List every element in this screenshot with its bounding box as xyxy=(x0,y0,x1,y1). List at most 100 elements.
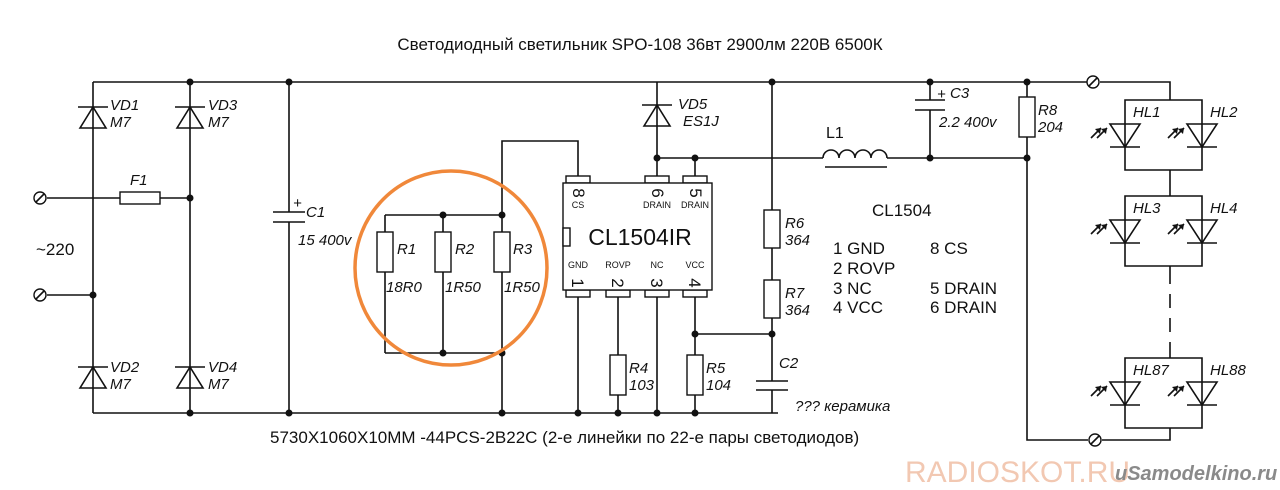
diode-vd2: VD2 M7 xyxy=(78,359,140,393)
svg-text:HL3: HL3 xyxy=(1133,200,1161,217)
svg-text:F1: F1 xyxy=(130,172,148,189)
svg-text:R4: R4 xyxy=(629,360,648,377)
led-array: HL1 HL2 HL3 HL4 HL87 HL88 xyxy=(1090,99,1247,429)
led-hl2: HL2 xyxy=(1167,104,1238,149)
ac-input-label: ~220 xyxy=(36,240,74,259)
svg-text:DRAIN: DRAIN xyxy=(681,200,709,210)
svg-text:M7: M7 xyxy=(110,376,131,393)
svg-text:1R50: 1R50 xyxy=(445,279,482,296)
svg-text:2 ROVP: 2 ROVP xyxy=(833,259,895,278)
capacitor-c2: C2 ??? керамика xyxy=(756,355,890,415)
svg-text:4 VCC: 4 VCC xyxy=(833,298,883,317)
svg-text:104: 104 xyxy=(706,377,731,394)
svg-text:ES1J: ES1J xyxy=(683,113,719,130)
svg-text:103: 103 xyxy=(629,377,655,394)
diode-vd5: VD5 ES1J xyxy=(642,96,719,130)
resistor-r4: R4 103 xyxy=(609,354,655,396)
svg-text:15 400v: 15 400v xyxy=(298,232,353,249)
svg-text:C3: C3 xyxy=(950,85,970,102)
led-hl3: HL3 xyxy=(1090,200,1161,245)
svg-text:4: 4 xyxy=(685,278,704,287)
resistor-r3: R3 1R50 xyxy=(493,231,541,296)
svg-text:DRAIN: DRAIN xyxy=(643,200,671,210)
svg-text:R3: R3 xyxy=(513,241,533,258)
svg-text:ROVP: ROVP xyxy=(605,260,631,270)
resistor-r8: R8 204 xyxy=(1018,96,1063,138)
svg-text:VD4: VD4 xyxy=(208,359,237,376)
resistor-r1: R1 18R0 xyxy=(376,231,423,296)
svg-text:R8: R8 xyxy=(1038,102,1058,119)
led-hl1: HL1 xyxy=(1090,104,1161,149)
terminal-ac-2 xyxy=(33,288,47,302)
svg-text:R7: R7 xyxy=(785,285,805,302)
svg-text:HL1: HL1 xyxy=(1133,104,1161,121)
svg-text:3: 3 xyxy=(647,278,666,287)
terminal-led-minus xyxy=(1088,433,1102,447)
svg-text:2.2 400v: 2.2 400v xyxy=(938,114,998,131)
svg-text:??? керамика: ??? керамика xyxy=(795,398,890,415)
svg-text:VD2: VD2 xyxy=(110,359,140,376)
svg-text:5: 5 xyxy=(686,188,705,197)
svg-text:+: + xyxy=(937,86,946,103)
svg-text:M7: M7 xyxy=(110,114,131,131)
svg-text:1: 1 xyxy=(568,278,587,287)
svg-text:NC: NC xyxy=(651,260,664,270)
watermark-usamodelkino: uSamodelkino.ru xyxy=(1115,463,1277,485)
resistor-r5: R5 104 xyxy=(686,354,731,396)
svg-text:HL87: HL87 xyxy=(1133,362,1170,379)
pinout-legend: CL1504 1 GND 2 ROVP 3 NC 4 VCC 8 CS 5 DR… xyxy=(833,201,997,317)
svg-text:CL1504: CL1504 xyxy=(872,201,932,220)
svg-text:8 CS: 8 CS xyxy=(930,239,968,258)
terminal-ac-1 xyxy=(33,191,47,205)
capacitor-c1: + C1 15 400v xyxy=(273,195,353,249)
svg-text:2: 2 xyxy=(608,278,627,287)
svg-text:M7: M7 xyxy=(208,376,229,393)
svg-text:364: 364 xyxy=(785,232,810,249)
svg-text:L1: L1 xyxy=(826,125,844,142)
capacitor-c3: + C3 2.2 400v xyxy=(915,85,998,131)
inductor-l1: L1 xyxy=(822,125,888,168)
ic-name: CL1504IR xyxy=(588,224,692,250)
ic-cl1504ir: 8 6 5 CS DRAIN DRAIN CL1504IR GND ROVP N… xyxy=(562,175,713,298)
resistor-r7: R7 364 xyxy=(763,279,810,319)
schematic-title: Светодиодный светильник SPO-108 36вт 290… xyxy=(397,35,882,54)
led-pair: HL3 HL4 xyxy=(1090,195,1238,267)
svg-text:R6: R6 xyxy=(785,215,805,232)
svg-text:R1: R1 xyxy=(397,241,416,258)
diode-vd4: VD4 M7 xyxy=(175,359,237,393)
watermark-radioskot: RADIOSKOT.RU xyxy=(905,456,1130,489)
svg-text:C2: C2 xyxy=(779,355,799,372)
svg-text:VCC: VCC xyxy=(685,260,705,270)
led-pair: HL87 HL88 xyxy=(1090,357,1247,429)
resistor-r6: R6 364 xyxy=(763,209,810,249)
svg-text:6 DRAIN: 6 DRAIN xyxy=(930,298,997,317)
led-hl4: HL4 xyxy=(1167,200,1238,245)
svg-text:C1: C1 xyxy=(306,204,325,221)
led-hl87: HL87 xyxy=(1090,362,1170,407)
svg-text:HL4: HL4 xyxy=(1210,200,1238,217)
svg-text:1 GND: 1 GND xyxy=(833,239,885,258)
svg-text:6: 6 xyxy=(648,188,667,197)
svg-text:HL88: HL88 xyxy=(1210,362,1247,379)
led-hl88: HL88 xyxy=(1167,362,1247,407)
svg-text:204: 204 xyxy=(1037,119,1063,136)
highlight-circle xyxy=(353,169,549,367)
svg-text:GND: GND xyxy=(568,260,589,270)
footer-note: 5730X1060X10MM -44PCS-2B22C (2-е линейки… xyxy=(270,428,859,447)
svg-text:R2: R2 xyxy=(455,241,475,258)
svg-text:CS: CS xyxy=(572,200,585,210)
led-pair: HL1 HL2 xyxy=(1090,99,1238,171)
svg-text:364: 364 xyxy=(785,302,810,319)
svg-text:+: + xyxy=(293,195,302,212)
svg-text:VD5: VD5 xyxy=(678,96,708,113)
svg-text:8: 8 xyxy=(569,188,588,197)
resistor-r2: R2 1R50 xyxy=(434,231,482,296)
svg-text:M7: M7 xyxy=(208,114,229,131)
svg-text:1R50: 1R50 xyxy=(504,279,541,296)
svg-text:HL2: HL2 xyxy=(1210,104,1238,121)
terminal-led-plus xyxy=(1086,75,1100,89)
svg-text:18R0: 18R0 xyxy=(386,279,423,296)
svg-text:3 NC: 3 NC xyxy=(833,279,872,298)
fuse-f1: F1 xyxy=(119,172,161,205)
